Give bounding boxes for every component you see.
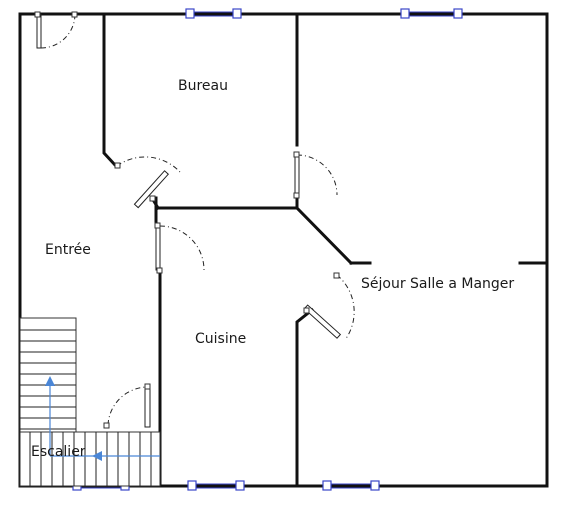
window-bottom-sejour	[322, 480, 380, 491]
room-label-sejour: Séjour Salle a Manger	[361, 276, 514, 292]
window-top-sejour	[400, 8, 463, 19]
door-sejour-lower	[303, 272, 355, 341]
door-entry	[34, 11, 78, 49]
room-label-cuisine: Cuisine	[195, 331, 246, 347]
staircase	[19, 317, 161, 487]
door-bureau	[114, 156, 181, 209]
stair-arrow	[45, 376, 160, 461]
interior-walls	[102, 12, 549, 488]
room-label-escalier: Escalier	[31, 444, 86, 460]
room-label-entree: Entrée	[45, 242, 91, 258]
door-cuisine	[154, 222, 205, 274]
window-top-bureau	[185, 8, 242, 19]
outer-walls	[18, 12, 549, 488]
window-bottom-cuisine	[187, 480, 245, 491]
door-escalier	[103, 383, 151, 429]
room-label-bureau: Bureau	[178, 78, 228, 94]
door-sejour-upper	[293, 151, 338, 199]
